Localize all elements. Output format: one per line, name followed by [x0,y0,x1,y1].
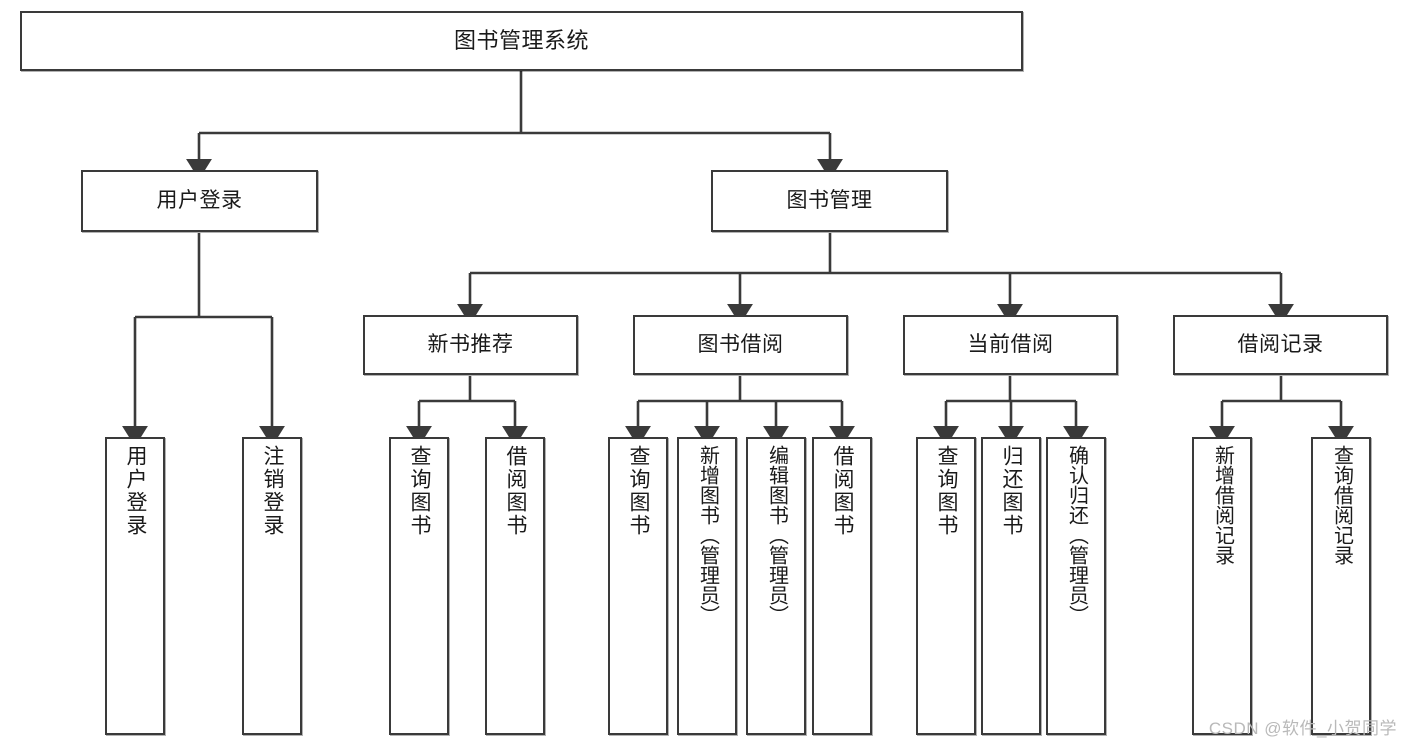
node-label: 用户登录 [124,445,148,537]
node-label: 借阅记录 [1237,332,1324,356]
leaf-book-borrow-edit-book-admin[interactable]: 编辑图书（管理员） [746,437,806,735]
node-label: 新增借阅记录 [1211,445,1234,565]
node-user-login[interactable]: 用户登录 [81,170,318,232]
node-label: 图书管理系统 [453,28,589,54]
node-label: 当前借阅 [967,332,1054,356]
leaf-user-login-signin[interactable]: 用户登录 [105,437,165,735]
leaf-book-borrow-borrow-book[interactable]: 借阅图书 [812,437,872,735]
node-label: 查询借阅记录 [1330,445,1353,565]
node-book-management[interactable]: 图书管理 [711,170,948,232]
node-label: 注销登录 [261,445,285,537]
leaf-borrow-record-add-record[interactable]: 新增借阅记录 [1192,437,1252,735]
node-label: 编辑图书（管理员） [765,445,788,625]
leaf-book-borrow-add-book-admin[interactable]: 新增图书（管理员） [677,437,737,735]
leaf-borrow-record-query-record[interactable]: 查询借阅记录 [1311,437,1371,735]
node-label: 图书管理 [786,188,873,212]
node-current-borrow[interactable]: 当前借阅 [903,315,1118,375]
leaf-book-borrow-query-book[interactable]: 查询图书 [608,437,668,735]
node-book-borrow[interactable]: 图书借阅 [633,315,848,375]
leaf-current-borrow-query-book[interactable]: 查询图书 [916,437,976,735]
leaf-new-book-query-book[interactable]: 查询图书 [389,437,449,735]
node-label: 新书推荐 [427,332,514,356]
node-label: 借阅图书 [831,445,855,537]
node-label: 用户登录 [156,188,243,212]
watermark: CSDN @软件_小贺同学 [1208,719,1397,738]
leaf-user-login-signout[interactable]: 注销登录 [242,437,302,735]
node-new-book-recommend[interactable]: 新书推荐 [363,315,578,375]
node-borrow-record[interactable]: 借阅记录 [1173,315,1388,375]
node-label: 确认归还（管理员） [1065,445,1088,625]
leaf-new-book-borrow-book[interactable]: 借阅图书 [485,437,545,735]
node-label: 查询图书 [627,445,651,537]
leaf-current-borrow-confirm-return-admin[interactable]: 确认归还（管理员） [1046,437,1106,735]
node-label: 新增图书（管理员） [696,445,719,625]
node-label: 归还图书 [1000,445,1024,537]
node-label: 图书借阅 [697,332,784,356]
node-label: 借阅图书 [504,445,528,537]
leaf-current-borrow-return-book[interactable]: 归还图书 [981,437,1041,735]
node-root-system[interactable]: 图书管理系统 [20,11,1023,71]
node-label: 查询图书 [408,445,432,537]
node-label: 查询图书 [935,445,959,537]
